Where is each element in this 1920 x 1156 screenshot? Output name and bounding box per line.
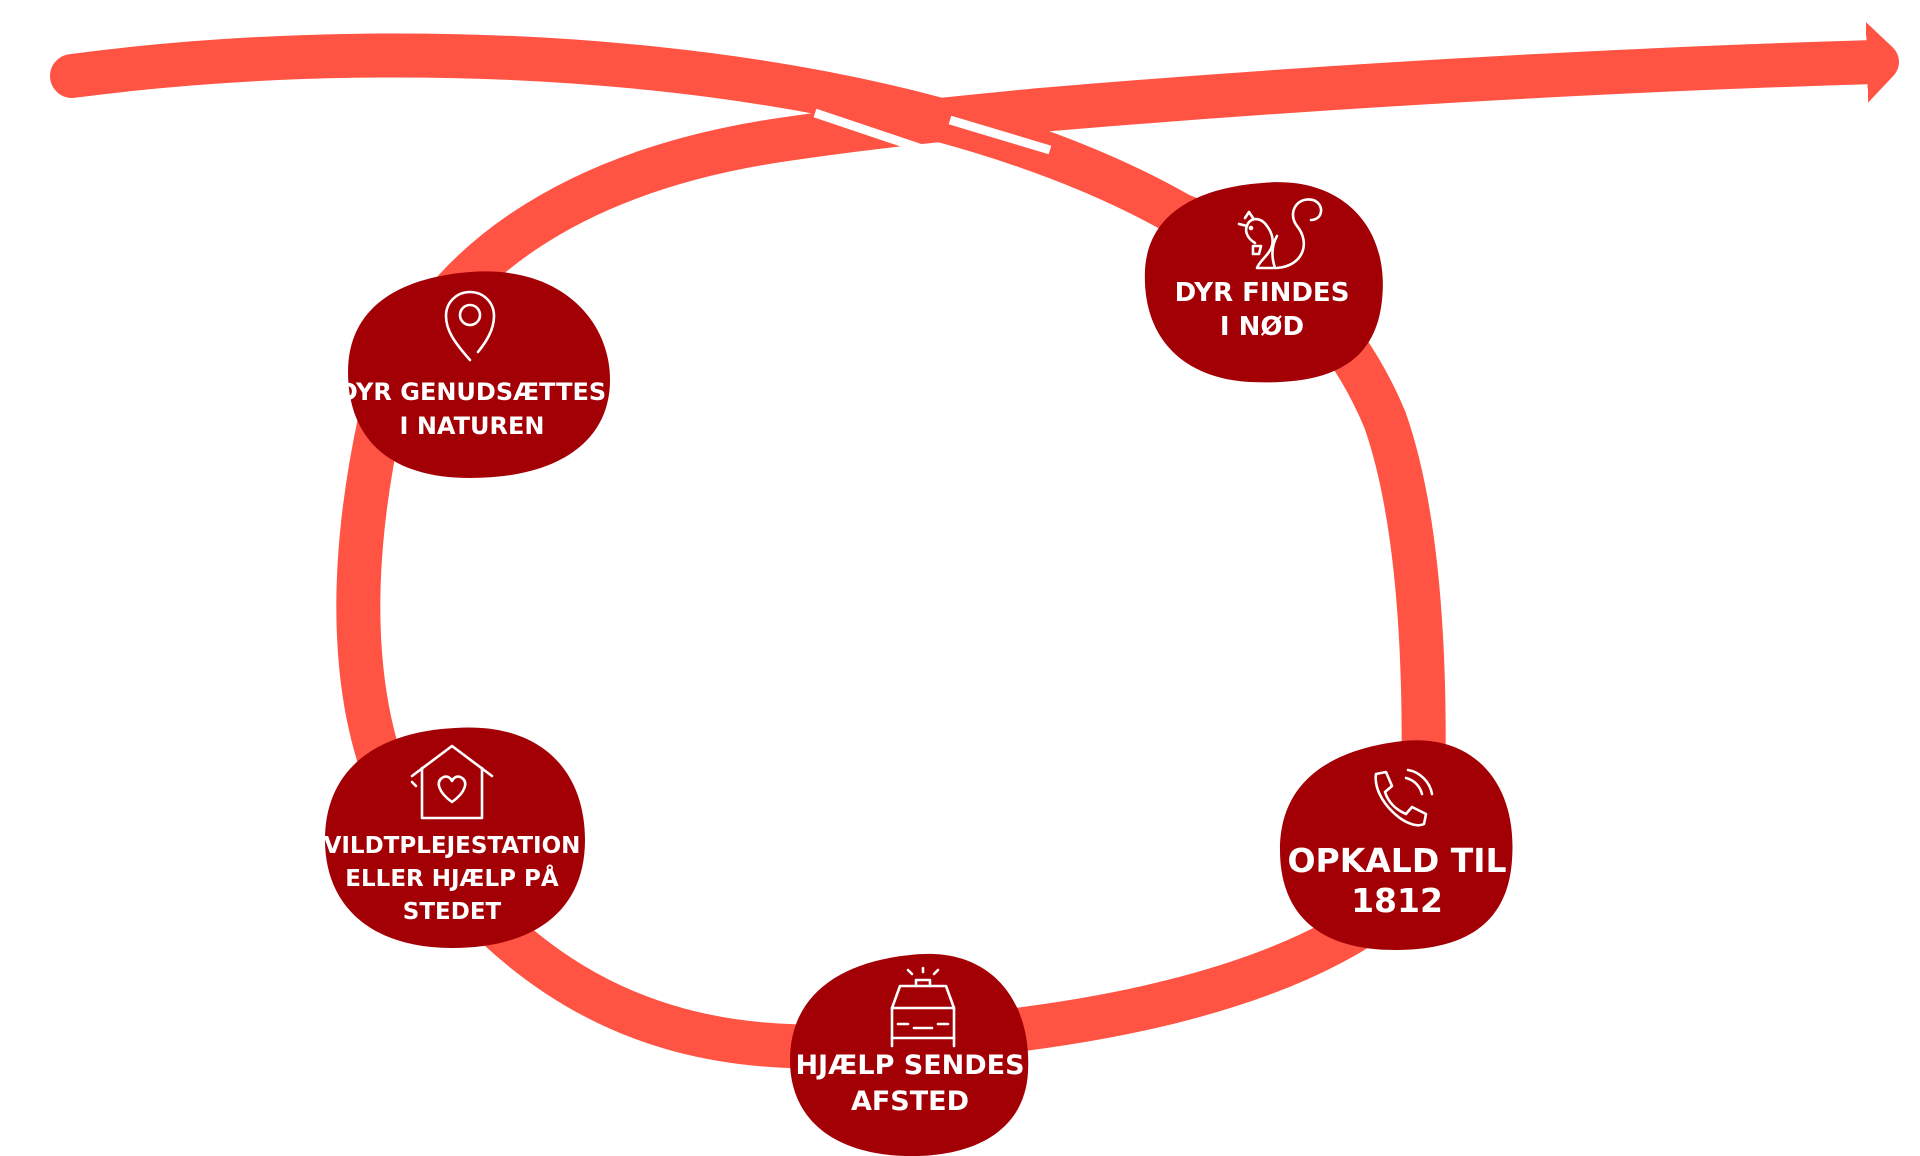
vehicle-icon [890,966,956,1048]
node-label-line: AFSTED [851,1086,969,1117]
node-blob [1144,182,1383,383]
node-vildtplejestation: VILDTPLEJESTATION ELLER HJÆLP PÅ STEDET [324,727,585,948]
node-label-line: I NATUREN [400,412,545,440]
node-blob [790,953,1029,1156]
node-label-line: VILDTPLEJESTATION [324,833,581,859]
node-opkald: OPKALD TIL 1812 [1280,740,1513,950]
node-label-line: OPKALD TIL [1287,841,1506,880]
node-label-line: DYR GENUDSÆTTES [338,378,606,406]
node-genudsaettes: DYR GENUDSÆTTES I NATUREN [338,271,610,478]
crossing-gap-2 [948,115,1052,155]
node-hjaelp-sendes: HJÆLP SENDES AFSTED [790,953,1029,1156]
house-heart-icon [410,744,494,820]
node-label-line: HJÆLP SENDES [795,1050,1024,1081]
node-blob [348,271,610,478]
node-label-line: ELLER HJÆLP PÅ [345,864,559,892]
node-label-line: STEDET [403,899,502,925]
crossing-gap-1 [813,108,942,160]
outgoing-arrow-path [1038,62,1875,132]
cycle-loop-path [336,88,1446,1069]
node-label-line: DYR FINDES [1175,278,1350,308]
location-pin-icon [444,290,496,362]
phone-icon [1374,768,1434,827]
node-label-line: I NØD [1220,312,1304,342]
node-blob [1280,740,1513,950]
squirrel-icon [1237,198,1323,270]
node-blob [325,727,585,948]
node-dyr-findes: DYR FINDES I NØD [1144,182,1383,383]
node-label-line: 1812 [1351,881,1443,920]
